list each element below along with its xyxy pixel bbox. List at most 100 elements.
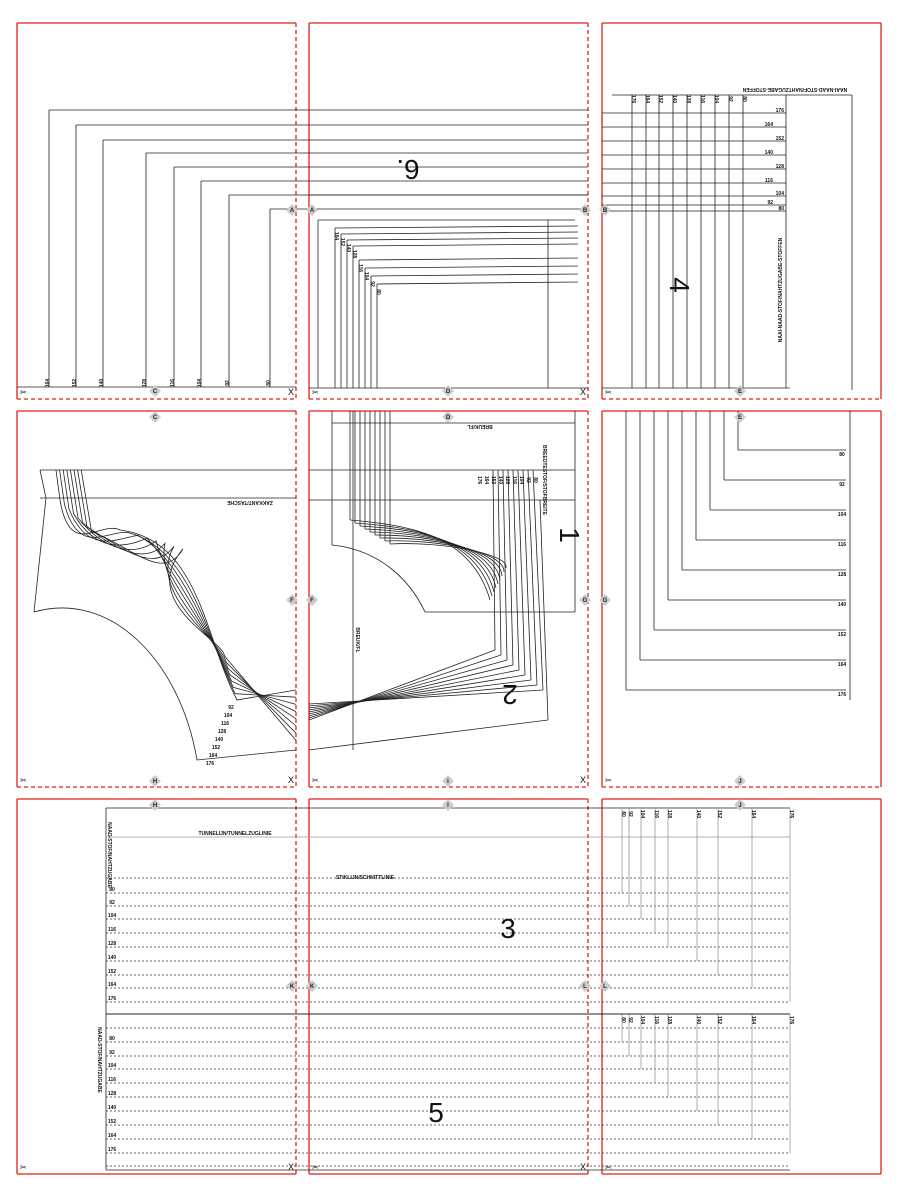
size-label: 176 [476,476,482,485]
alignment-marker-i: I [447,779,449,785]
alignment-marker-i: I [447,803,449,809]
size-label: 104 [108,1063,117,1069]
size-label: 152 [108,969,117,975]
fold-label-vertical: BREUK/FL [354,627,360,652]
alignment-marker-j: J [738,803,741,809]
size-label: 80 [620,811,626,817]
alignment-marker-diamond [286,594,298,606]
piece-3-side-label: NAAD-STOF/NAHTZUGABE [106,822,112,888]
piece-number-6: 6. [396,154,419,185]
pattern-line [376,281,579,285]
alignment-marker-a: A [290,208,295,214]
size-label: 104 [639,810,645,819]
pattern-line [358,257,579,261]
size-label: 164 [750,1016,756,1025]
size-label: 104 [224,713,233,719]
pattern-line [308,719,549,751]
scissors-icon: ✂ [20,388,27,397]
cut-mark-icon: X [288,775,294,785]
tunnel-line-label: TUNNELIJN/TUNNELZUGLINIE [198,831,272,837]
size-label: 80 [109,1036,115,1042]
pattern-line [308,689,544,705]
pattern-line [308,659,508,717]
size-label: 116 [221,721,229,727]
pattern-line [364,265,579,269]
alignment-marker-diamond [286,204,298,216]
size-label: 152 [776,136,785,142]
pattern-line [352,243,579,247]
size-label: 80 [839,452,845,458]
pattern-curve [331,544,426,613]
pattern-curve [379,537,503,577]
alignment-marker-diamond [442,385,454,397]
alignment-marker-diamond [149,411,161,423]
alignment-marker-diamond [734,775,746,787]
size-label: 140 [765,150,774,156]
pattern-line [527,469,538,686]
alignment-marker-b: B [583,208,588,214]
size-label: 104 [108,913,117,919]
size-label: 80 [620,1017,626,1023]
size-label: 176 [108,1147,117,1153]
alignment-marker-e: E [738,389,742,395]
size-label: 92 [627,1017,633,1023]
alignment-marker-c: C [153,415,158,421]
alignment-marker-diamond [599,204,611,216]
pattern-line [370,273,579,277]
size-label: 128 [108,1091,117,1097]
scissors-icon: ✂ [20,1163,27,1172]
scissors-icon: ✂ [20,776,27,785]
size-label: 140 [215,737,224,743]
alignment-marker-j: J [738,779,741,785]
size-label: 92 [369,281,375,287]
scissors-icon: ✂ [605,388,612,397]
size-label: 92 [839,482,845,488]
pattern-line [512,469,520,671]
size-label: 104 [639,1016,645,1025]
size-label: 164 [838,662,847,668]
size-label: 92 [767,200,773,206]
pattern-curve [80,469,297,741]
pattern-curve [73,469,297,727]
alignment-marker-f: F [310,598,314,604]
size-label: 92 [109,1050,115,1056]
size-label: 152 [838,632,847,638]
pocket-label: ZAKKANT/TASCHE [226,499,272,505]
size-label: 116 [653,810,659,818]
alignment-marker-diamond [442,775,454,787]
size-label: 128 [666,1016,672,1025]
size-label: 152 [716,1016,722,1025]
size-label: 104 [363,272,369,281]
size-label: 176 [206,761,215,767]
pattern-curve [70,469,297,720]
alignment-marker-diamond [306,594,318,606]
size-label: 128 [838,572,847,578]
alignment-marker-l: L [603,984,607,990]
piece-number-1: 1 [554,527,585,543]
size-label: 104 [838,512,847,518]
size-label: 128 [685,95,691,104]
alignment-marker-k: K [310,984,315,990]
alignment-marker-diamond [579,204,591,216]
pattern-line [522,469,532,681]
pattern-line [308,654,502,719]
size-label: 116 [357,264,363,272]
size-label: 164 [45,379,51,388]
pattern-line [308,664,514,715]
alignment-marker-e: E [738,415,742,421]
pattern-line [308,674,526,711]
size-label: 164 [108,982,117,988]
size-label: 80 [109,887,115,893]
piece-number-2: 2 [502,679,518,710]
size-label: 92 [627,811,633,817]
size-label: 128 [108,941,117,947]
size-label: 152 [212,745,221,751]
pattern-line [308,649,496,721]
pattern-curve [77,469,297,734]
alignment-marker-h: H [153,803,157,809]
alignment-marker-diamond [579,980,591,992]
pattern-line [346,237,579,241]
size-label: 164 [644,95,650,104]
piece-number-4: 4 [664,277,695,293]
alignment-marker-f: F [290,598,294,604]
